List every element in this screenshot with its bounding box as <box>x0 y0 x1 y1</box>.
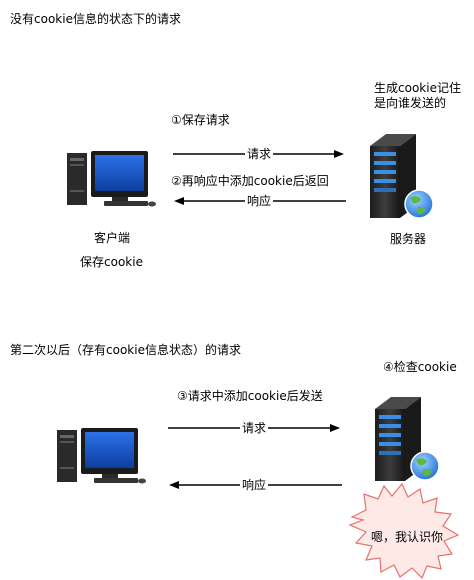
server-icon <box>370 134 434 219</box>
server-note-line1: 生成cookie记住 <box>374 81 461 95</box>
speech-burst <box>348 482 460 580</box>
server-note-line2: 是向谁发送的 <box>374 96 447 110</box>
step4-label: ④检查cookie <box>383 360 457 374</box>
request-label: 请求 <box>245 147 274 161</box>
response-label: 响应 <box>240 478 269 492</box>
step2-label: ②再响应中添加cookie后返回 <box>171 174 329 188</box>
client-computer-icon <box>67 151 156 207</box>
client-label: 客户端 <box>94 231 131 245</box>
client-sub-label: 保存cookie <box>80 255 143 269</box>
server-icon <box>375 397 440 481</box>
request-label: 请求 <box>240 421 269 435</box>
server-label: 服务器 <box>390 232 427 246</box>
step1-label: ①保存请求 <box>171 113 230 127</box>
section1-title: 没有cookie信息的状态下的请求 <box>10 12 181 26</box>
speech-text: 嗯，我认识你 <box>371 530 444 544</box>
section2-title: 第二次以后（存有cookie信息状态）的请求 <box>10 343 241 357</box>
step3-label: ③请求中添加cookie后发送 <box>177 389 323 403</box>
response-label: 响应 <box>245 194 274 208</box>
client-computer-icon <box>57 428 146 484</box>
